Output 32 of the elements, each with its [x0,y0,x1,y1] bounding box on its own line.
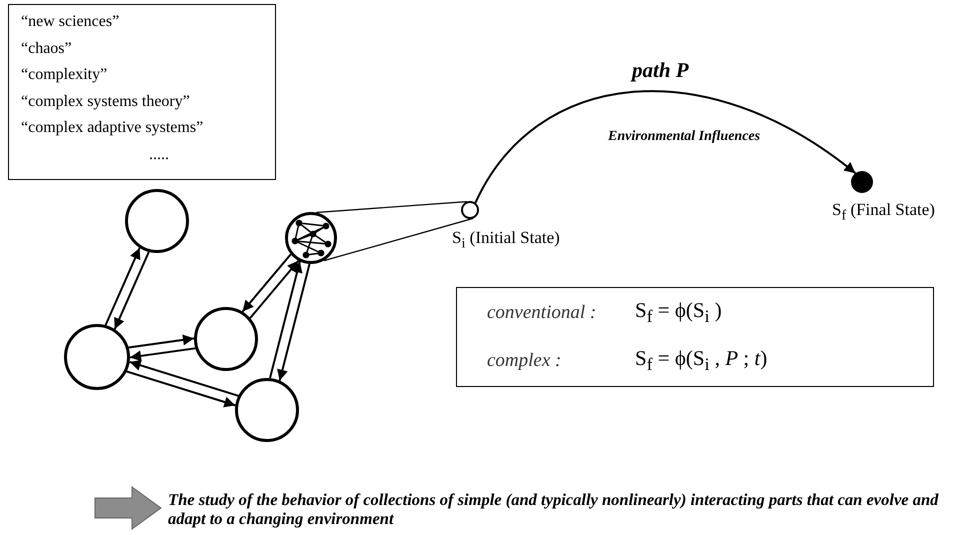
arrow [114,252,150,330]
term-text: “complex systems theory” [21,92,190,110]
arrow [242,254,292,312]
term-list-box [8,4,276,180]
arrow [104,248,141,326]
model-label: conventional : [487,302,596,324]
initial-state-dot [461,201,479,219]
arrow [249,260,300,319]
zoom-line [316,201,467,214]
term-text: “new sciences” [21,13,120,31]
equation-box [456,287,934,387]
arrow [130,347,196,362]
zoom-line [324,218,474,262]
term-text: “complex adaptive systems” [21,119,204,137]
ellipsis: ..... [149,146,169,164]
term-text: “chaos” [21,40,72,58]
arrow [269,261,302,378]
summary-text: The study of the behavior of collections of simple (and typically nonlinearly) interacting parts that can evolve and adapt to a changing environment [168,491,940,529]
state-label: S$_{f}$ (Final State) [832,200,935,224]
arrow [129,360,239,397]
final-state-dot [851,171,873,193]
equation: S$_{f}$ = ϕ(S$_{i}$ , P ; t) [635,346,768,376]
path-label: path P [632,58,689,83]
equation: S$_{f}$ = ϕ(S$_{i}$ ) [635,298,722,328]
path-arrow [474,90,856,204]
edge-label: Environmental Influences [606,129,762,145]
term-text: “complexity” [21,66,108,84]
arrow [128,334,194,349]
model-label: complex : [487,350,562,372]
state-label: S$_{i}$ (Initial State) [452,228,560,252]
arrow [277,264,310,381]
arrow [126,370,236,408]
